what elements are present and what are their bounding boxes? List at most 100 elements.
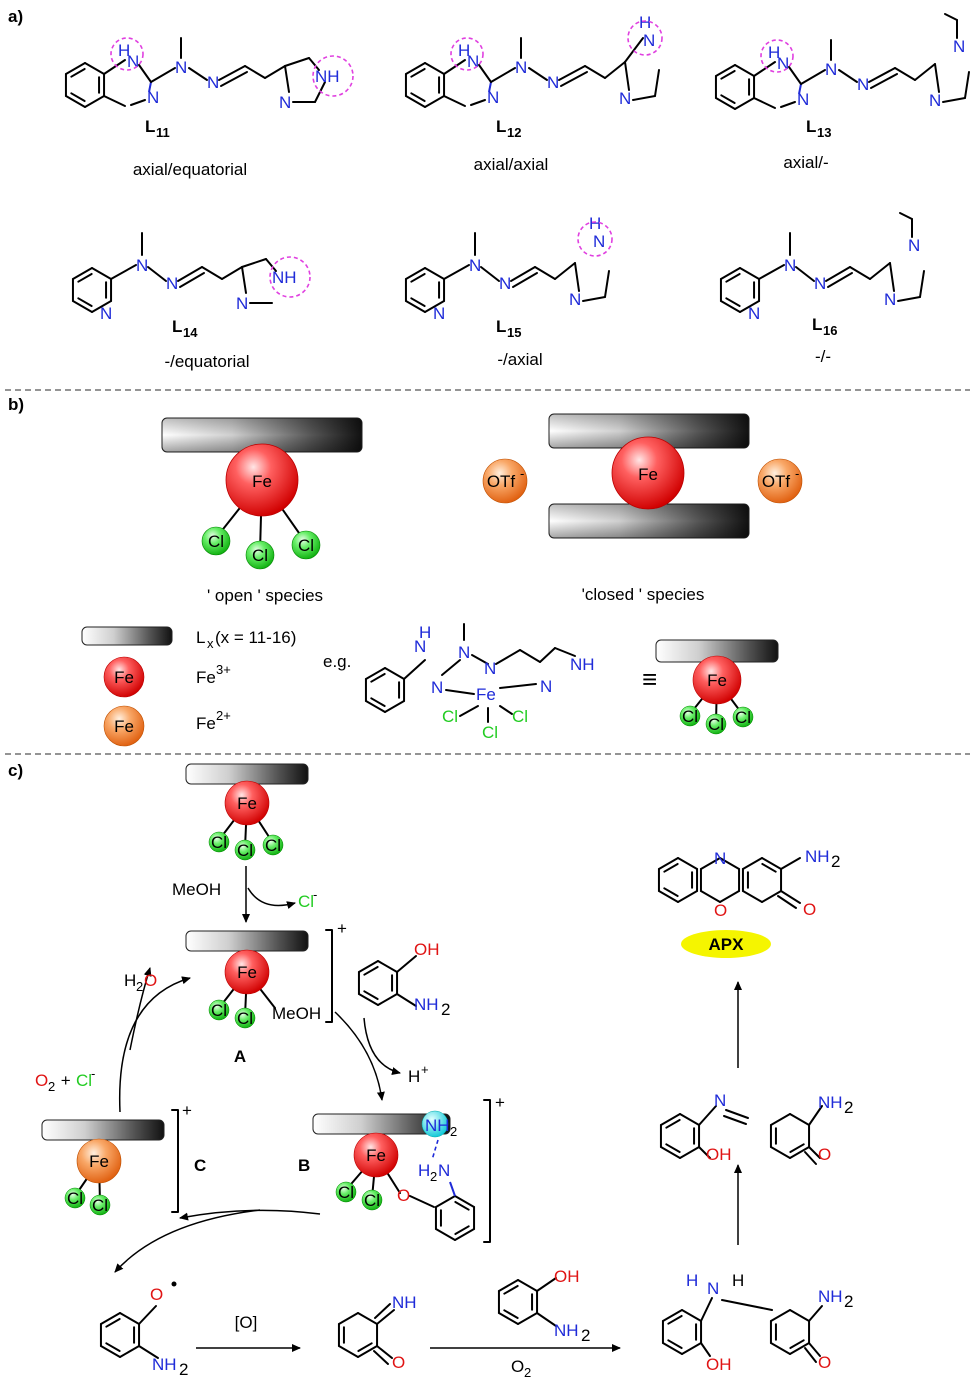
svg-text:Cl: Cl: [237, 1009, 253, 1028]
svg-text:Cl: Cl: [237, 841, 253, 860]
bond: [698, 1105, 717, 1126]
cl-sphere: [201, 526, 231, 556]
bond: [700, 1342, 711, 1357]
nh-highlight-circle: [627, 20, 663, 56]
svg-text:Cl: Cl: [67, 1189, 83, 1208]
atom-label: N: [569, 290, 581, 309]
svg-text:3+: 3+: [216, 662, 231, 677]
bond: [554, 647, 576, 657]
ligand-label-l14: L 14: [172, 317, 198, 340]
svg-text:+: +: [337, 919, 347, 938]
bond: [77, 297, 93, 308]
bond: [499, 683, 537, 689]
atom-label: N: [814, 274, 826, 293]
svg-text:Cl: Cl: [298, 536, 314, 555]
bond: [443, 95, 466, 107]
h2o-label: H 2 O: [124, 971, 157, 994]
starting-complex: Fe Cl Cl Cl: [185, 763, 309, 861]
bond: [769, 1146, 791, 1159]
svg-text:Cl: Cl: [92, 1196, 108, 1215]
ligand-label-l13: L 13: [806, 117, 831, 140]
bond: [201, 266, 223, 280]
atom-label: H: [686, 1271, 698, 1290]
bond: [804, 1151, 817, 1165]
h-plus-label: H: [408, 1067, 420, 1086]
atom-label: N: [797, 90, 809, 109]
svg-text:Cl: Cl: [338, 1183, 354, 1202]
bond: [808, 1146, 821, 1159]
bond: [574, 262, 580, 292]
bond: [789, 1342, 811, 1355]
cl-sphere: [245, 540, 275, 570]
svg-text:H: H: [418, 1161, 430, 1180]
bond: [769, 1342, 791, 1355]
bond: [410, 67, 426, 78]
ligand-label-l16: L 16: [812, 315, 837, 338]
ligand-label-l12: L 12: [496, 117, 521, 140]
bond: [138, 1305, 157, 1325]
bond: [624, 37, 644, 63]
bond: [337, 1312, 359, 1325]
bond: [554, 262, 576, 280]
panel-c-label: c): [8, 761, 23, 780]
o2-bottom-label: O 2: [511, 1357, 531, 1379]
open-species: Fe Cl Cl Cl: [161, 417, 363, 570]
svg-text:L: L: [172, 317, 182, 336]
bond: [808, 1105, 823, 1126]
atom-label: 2: [831, 852, 840, 871]
bond: [734, 97, 756, 110]
bond: [517, 1279, 539, 1292]
bond: [404, 300, 426, 313]
complex-c: Fe Cl Cl +: [41, 1101, 192, 1216]
atom-label: N: [540, 677, 552, 696]
svg-text:Cl: Cl: [252, 546, 268, 565]
atom-label: N: [884, 290, 896, 309]
arrow-to-radical: [114, 1209, 261, 1273]
atom-label: N: [825, 60, 837, 79]
bond: [337, 1345, 359, 1358]
bond: [357, 1345, 379, 1358]
bond: [804, 1347, 817, 1363]
nh-highlight-circle: [760, 39, 794, 73]
atom-label: NH: [315, 67, 340, 86]
bond: [632, 95, 656, 101]
arrow-h-release: [363, 1017, 401, 1075]
bond: [470, 99, 486, 106]
svg-text:15: 15: [507, 325, 521, 340]
atom-label: N: [147, 88, 159, 107]
svg-text:Cl: Cl: [682, 707, 698, 726]
svg-text:O: O: [511, 1357, 524, 1376]
panel-a-label: a): [8, 7, 23, 26]
bond: [789, 1339, 805, 1350]
bond: [665, 1118, 681, 1129]
bond: [536, 1312, 557, 1327]
atom-label: N: [279, 93, 291, 112]
bond: [503, 1284, 519, 1295]
bond: [150, 67, 176, 83]
bond: [497, 1279, 519, 1292]
atom-label: N: [236, 294, 248, 313]
atom-label: 2: [179, 1360, 188, 1379]
apx-ellipse: [681, 930, 771, 958]
bond: [99, 1312, 121, 1325]
svg-text:NH: NH: [425, 1116, 450, 1135]
bond: [357, 993, 379, 1006]
bond: [103, 59, 126, 75]
fe3-sphere: [225, 443, 299, 517]
bond: [661, 1309, 683, 1322]
svg-text:+: +: [421, 1062, 429, 1077]
bond: [110, 264, 137, 280]
svg-text:13: 13: [817, 125, 831, 140]
atom-label: N: [929, 91, 941, 110]
svg-text:L: L: [145, 117, 155, 136]
atom-label: O: [818, 1353, 831, 1372]
svg-text:H: H: [124, 971, 136, 990]
svg-text:OTf: OTf: [762, 472, 791, 491]
svg-text:Cl: Cl: [208, 532, 224, 551]
bond: [77, 272, 93, 283]
bond: [827, 272, 853, 288]
bond: [889, 262, 895, 292]
atom-label: NH: [570, 655, 595, 674]
nh-highlight-circle: [450, 37, 484, 71]
bond: [105, 1342, 121, 1353]
